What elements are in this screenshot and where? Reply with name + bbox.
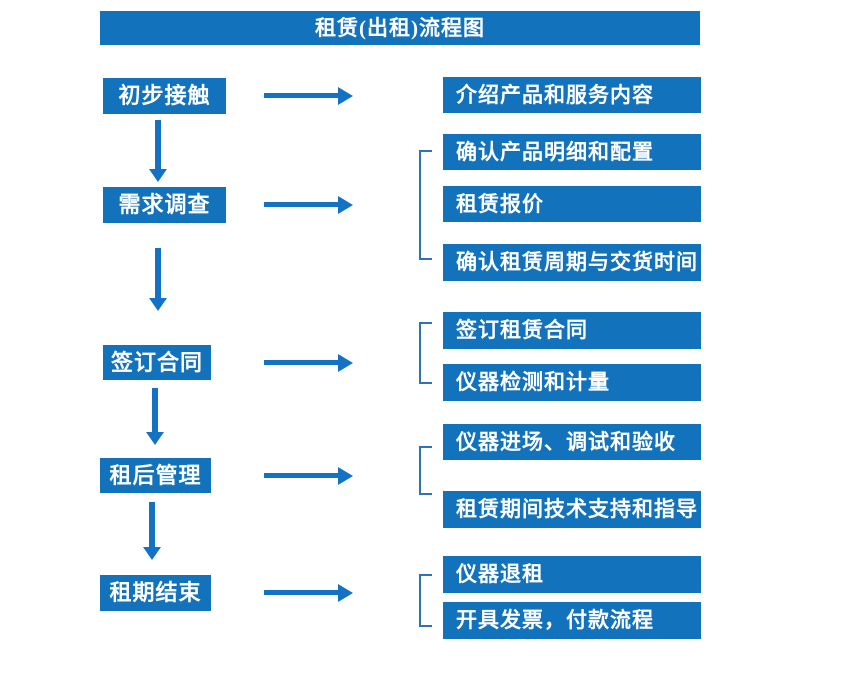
step-box-demand-survey: 需求调查 <box>103 187 226 223</box>
down-arrow-icon <box>152 388 158 432</box>
detail-box-invoice-payment: 开具发票，付款流程 <box>443 602 701 639</box>
step-box-post-rental-management: 租后管理 <box>100 458 211 493</box>
step-box-rental-end: 租期结束 <box>100 575 211 611</box>
group-bracket <box>419 574 432 627</box>
right-arrow-icon <box>264 473 338 478</box>
detail-box-rental-quotation: 租赁报价 <box>443 186 701 222</box>
right-arrow-icon <box>264 93 338 98</box>
down-arrow-icon <box>155 120 161 169</box>
detail-box-introduce-products: 介绍产品和服务内容 <box>443 77 701 113</box>
right-arrow-icon <box>264 202 338 207</box>
detail-box-instrument-return: 仪器退租 <box>443 556 701 593</box>
detail-box-sign-rental-contract: 签订租赁合同 <box>443 312 701 349</box>
down-arrow-icon <box>155 248 161 298</box>
group-bracket <box>419 150 432 260</box>
step-box-initial-contact: 初步接触 <box>103 78 226 114</box>
detail-box-confirm-period-delivery: 确认租赁周期与交货时间 <box>443 244 701 281</box>
flowchart-title: 租赁(出租)流程图 <box>100 11 700 45</box>
right-arrow-icon <box>264 590 338 595</box>
step-box-sign-contract: 签订合同 <box>103 345 211 380</box>
down-arrow-icon <box>149 502 155 547</box>
group-bracket <box>419 446 432 495</box>
right-arrow-icon <box>264 360 338 365</box>
group-bracket <box>419 322 432 384</box>
detail-box-tech-support: 租赁期间技术支持和指导 <box>443 491 701 528</box>
detail-box-instrument-setup-acceptance: 仪器进场、调试和验收 <box>443 424 701 460</box>
detail-box-instrument-testing: 仪器检测和计量 <box>443 364 701 401</box>
detail-box-confirm-product-config: 确认产品明细和配置 <box>443 134 701 170</box>
